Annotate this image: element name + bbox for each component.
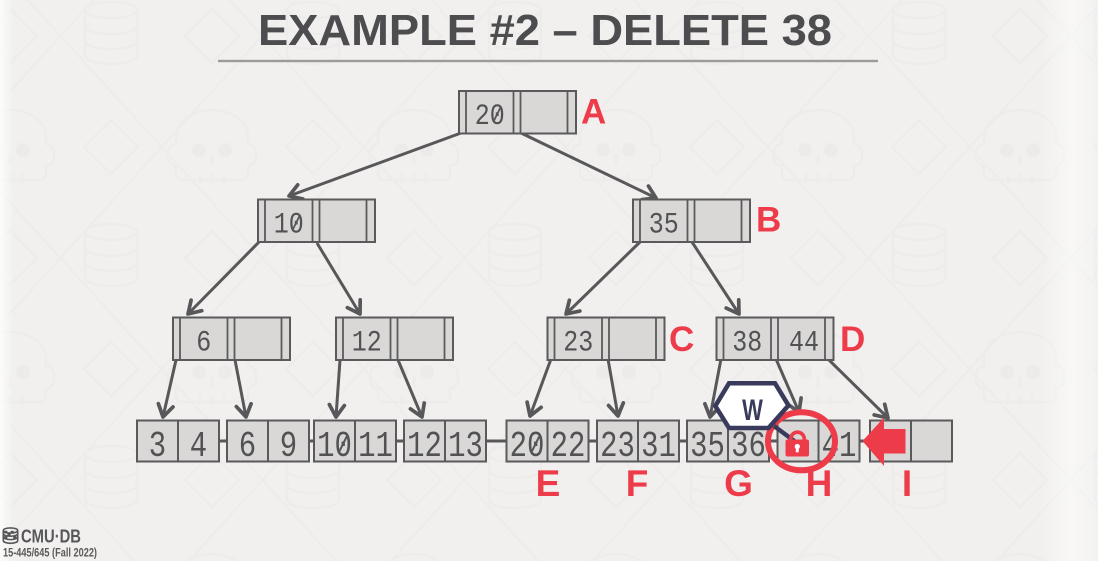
svg-text:G: G: [724, 463, 753, 504]
svg-text:B: B: [756, 201, 781, 240]
svg-text:12: 12: [352, 327, 382, 360]
svg-text:23: 23: [600, 426, 635, 467]
svg-text:10: 10: [274, 209, 304, 242]
svg-text:9: 9: [280, 426, 297, 467]
svg-text:44: 44: [789, 327, 819, 360]
svg-text:35: 35: [690, 426, 725, 467]
svg-text:F: F: [626, 463, 649, 504]
svg-text:20: 20: [475, 100, 505, 133]
svg-text:23: 23: [563, 327, 593, 360]
svg-text:6: 6: [196, 327, 211, 360]
svg-text:I: I: [902, 463, 912, 504]
svg-text:D: D: [840, 320, 865, 359]
svg-text:35: 35: [649, 209, 679, 242]
svg-text:15-445/645 (Fall 2022): 15-445/645 (Fall 2022): [3, 548, 97, 560]
svg-text:31: 31: [641, 426, 676, 467]
svg-text:20: 20: [510, 426, 545, 467]
svg-text:6: 6: [239, 426, 256, 467]
svg-text:E: E: [536, 463, 561, 504]
svg-text:C: C: [669, 320, 694, 359]
svg-text:12: 12: [407, 426, 442, 467]
svg-text:CMU·DB: CMU·DB: [21, 526, 81, 547]
svg-text:4: 4: [190, 426, 207, 467]
svg-text:11: 11: [358, 426, 393, 467]
svg-text:EXAMPLE #2 – DELETE 38: EXAMPLE #2 – DELETE 38: [258, 7, 832, 55]
svg-text:A: A: [581, 92, 606, 131]
svg-text:3: 3: [149, 426, 166, 467]
svg-text:10: 10: [317, 426, 352, 467]
svg-text:W: W: [742, 393, 763, 427]
svg-text:36: 36: [731, 426, 766, 467]
svg-text:13: 13: [448, 426, 483, 467]
svg-text:22: 22: [551, 426, 586, 467]
svg-text:38: 38: [732, 327, 762, 360]
